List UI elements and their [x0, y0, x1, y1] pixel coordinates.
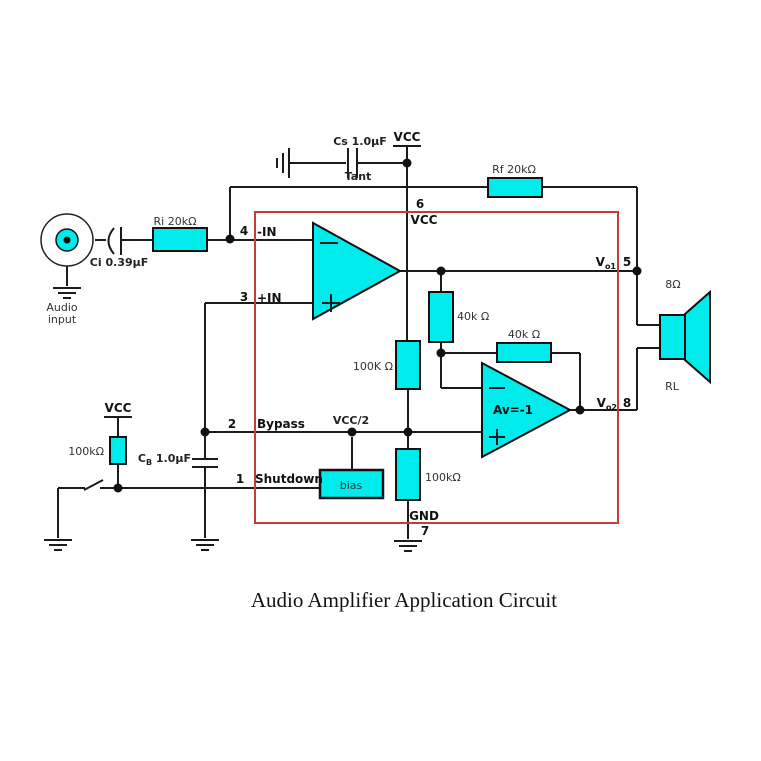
label-opamp2-gain: Av=-1	[493, 403, 533, 417]
resistor-100k-upper	[395, 340, 421, 390]
rca-center-pin	[63, 236, 71, 244]
label-ci: Ci 0.39µF	[90, 256, 148, 269]
speaker-body	[659, 314, 686, 360]
label-pin1-name: Shutdown	[255, 472, 323, 486]
label-rf: Rf 20kΩ	[492, 163, 536, 176]
resistor-100k-lower	[395, 448, 421, 501]
label-bias: bias	[340, 479, 363, 492]
label-audio-input-2: input	[48, 313, 77, 326]
junction-dot	[347, 427, 357, 437]
label-r100k-pullup: 100kΩ	[68, 445, 104, 458]
label-speaker-impedance: 8Ω	[665, 278, 680, 291]
shutdown-switch	[83, 479, 104, 491]
label-pin3-num: 3	[240, 290, 248, 304]
ground-symbol-switch	[44, 539, 72, 551]
resistor-100k-pullup	[109, 436, 127, 465]
speaker-cone	[684, 289, 711, 385]
bias-box	[318, 468, 385, 500]
capacitor-cs	[347, 148, 358, 178]
label-pin3-name: +IN	[257, 291, 282, 305]
label-pin4-num: 4	[240, 224, 248, 238]
junction-dot	[200, 427, 210, 437]
junction-dot	[113, 483, 123, 493]
ground-symbol-audio	[53, 287, 81, 299]
ground-symbol-cb	[191, 539, 219, 551]
label-r40k-feedback: 40k Ω	[508, 328, 540, 341]
opamp2-plus-mark	[489, 429, 505, 445]
label-pin2-num: 2	[228, 417, 236, 431]
resistor-rf	[487, 177, 543, 198]
junction-dot	[436, 266, 446, 276]
label-cs: Cs 1.0µF	[333, 135, 387, 148]
resistor-40k-feedback	[496, 342, 552, 363]
junction-dot	[403, 427, 413, 437]
junction-dot	[402, 158, 412, 168]
speaker-icon	[659, 289, 711, 385]
junction-dots	[113, 158, 642, 493]
junction-dot	[436, 348, 446, 358]
label-gnd: GND	[409, 509, 439, 523]
label-pin7-num: 7	[421, 524, 429, 538]
opamp1-triangle	[312, 221, 403, 321]
opamp2-triangle	[481, 361, 573, 459]
page-title: Audio Amplifier Application Circuit	[251, 588, 557, 612]
wire-segments	[57, 145, 662, 539]
label-audio-input-1: Audio	[46, 301, 78, 314]
label-r100k-lower: 100kΩ	[425, 471, 461, 484]
junction-dot	[575, 405, 585, 415]
junction-dot	[225, 234, 235, 244]
label-vcc-half: VCC/2	[333, 414, 369, 427]
label-pin1-num: 1	[236, 472, 244, 486]
label-pin5-name: Vo1	[596, 255, 617, 271]
opamp1-plus-mark	[322, 294, 340, 312]
label-speaker-load: RL	[665, 380, 680, 393]
label-pin6-name: VCC	[411, 213, 438, 227]
label-r40k-top: 40k Ω	[457, 310, 489, 323]
label-cb: CB 1.0µF	[138, 452, 191, 467]
label-pin5-num: 5	[623, 255, 631, 269]
label-vcc-top: VCC	[394, 130, 421, 144]
ground-symbol-ic	[394, 540, 422, 552]
junction-dot	[632, 266, 642, 276]
rca-connector	[40, 213, 94, 267]
label-pin6-num: 6	[416, 197, 424, 211]
ground-symbol-cs	[276, 148, 290, 178]
label-pin8-name: Vo2	[597, 396, 617, 412]
label-pin8-num: 8	[623, 396, 631, 410]
label-pin2-name: Bypass	[257, 417, 305, 431]
rca-outer-ring	[40, 213, 94, 267]
label-cs-type: Tant	[345, 170, 372, 183]
label-r100k-upper: 100K Ω	[353, 360, 393, 373]
ic-boundary-box	[254, 211, 619, 524]
label-vcc-left: VCC	[105, 401, 132, 415]
capacitor-cb	[192, 458, 218, 468]
label-pin4-name: -IN	[257, 225, 277, 239]
label-ri: Ri 20kΩ	[154, 215, 197, 228]
capacitor-ci	[107, 227, 122, 255]
resistor-ri	[152, 227, 208, 252]
resistor-40k-top	[428, 291, 454, 343]
